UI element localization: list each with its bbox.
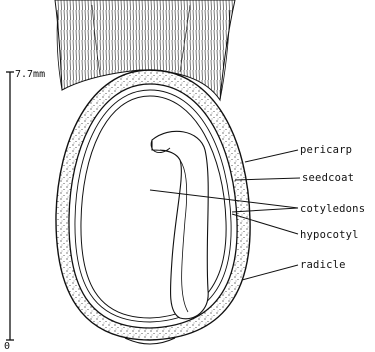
leader-radicle <box>242 265 298 280</box>
scale-top-label: 7.7mm <box>15 69 45 80</box>
scale-bar <box>6 72 14 340</box>
label-hypocotyl: hypocotyl <box>300 229 359 241</box>
leader-pericarp <box>245 150 298 162</box>
label-seedcoat: seedcoat <box>302 172 354 184</box>
label-pericarp: pericarp <box>300 144 352 156</box>
label-cotyledons: cotyledons <box>300 203 365 215</box>
scale-bottom-label: 0 <box>4 341 10 352</box>
label-radicle: radicle <box>300 259 346 271</box>
